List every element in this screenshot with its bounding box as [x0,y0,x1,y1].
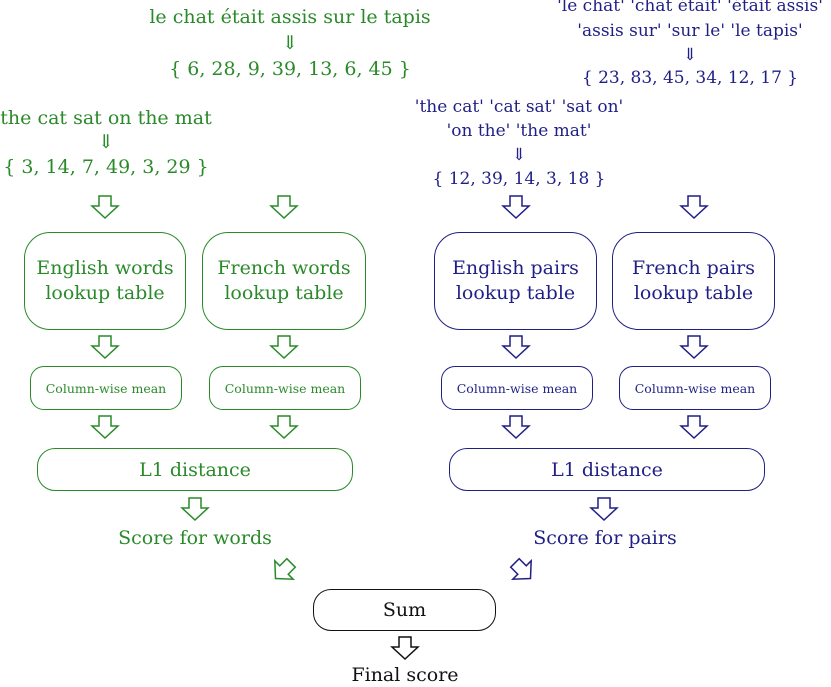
double-down-arrow-icon: ⇓ [98,131,114,153]
navy-down-arrows [502,195,708,589]
french-pairs-line1: 'le chat' 'chat était' 'était assis' [557,0,823,16]
english-words-lookup-table: English words lookup table [24,232,186,330]
french-words-table-line1: French words [217,257,351,279]
sum-box: Sum [313,589,496,631]
down-arrow-icon [590,497,618,521]
french-words-mean-box: Column-wise mean [209,366,361,410]
down-arrow-icon [91,335,119,359]
french-pairs-line2: 'assis sur' 'sur le' 'le tapis' [577,21,803,41]
english-pairs-table-line2: lookup table [455,282,576,304]
english-pair-ids: { 12, 39, 14, 3, 18 } [432,169,606,189]
pairs-score: Score for pairs [533,527,677,549]
down-arrow-icon [680,335,708,359]
diagonal-arrow-icon [265,552,302,589]
down-arrow-icon [680,195,708,219]
french-word-ids: { 6, 28, 9, 39, 13, 6, 45 } [169,58,411,80]
diagonal-arrow-icon [504,552,541,589]
down-arrow-icon [270,195,298,219]
french-words-lookup-table: French words lookup table [202,232,366,330]
french-sentence: le chat était assis sur le tapis [149,6,431,28]
english-pairs-lookup-table: English pairs lookup table [434,232,597,330]
french-pairs-lookup-table: French pairs lookup table [612,232,775,330]
french-pair-ids: { 23, 83, 45, 34, 12, 17 } [581,68,799,88]
french-pairs-mean-box: Column-wise mean [619,366,771,410]
english-pairs-table-line1: English pairs [452,257,579,279]
french-pairs-table-line2: lookup table [633,282,754,304]
down-arrow-icon [91,195,119,219]
down-arrow-icon [391,636,419,660]
double-down-arrow-icon: ⇓ [282,32,298,54]
english-pairs-line1: 'the cat' 'cat sat' 'sat on' [414,97,624,117]
down-arrow-icon [181,497,209,521]
down-arrow-icon [270,335,298,359]
english-pairs-line2: 'on the' 'the mat' [446,121,592,141]
down-arrow-icon [270,415,298,439]
french-words-table-line2: lookup table [224,282,344,304]
english-sentence: the cat sat on the mat [0,107,212,129]
french-pairs-table-line1: French pairs [631,257,756,279]
pairs-l1-distance-box: L1 distance [449,448,765,491]
english-pairs-mean-box: Column-wise mean [441,366,593,410]
words-l1-distance-box: L1 distance [37,448,353,491]
down-arrow-icon [502,335,530,359]
down-arrow-icon [502,195,530,219]
english-words-mean-box: Column-wise mean [30,366,182,410]
double-down-arrow-icon: ⇓ [511,145,527,165]
english-words-table-line2: lookup table [45,282,165,304]
double-down-arrow-icon: ⇓ [682,45,698,65]
down-arrow-icon [502,415,530,439]
english-words-table-line1: English words [36,257,174,279]
down-arrow-icon [680,415,708,439]
green-down-arrows [91,195,302,589]
english-word-ids: { 3, 14, 7, 49, 3, 29 } [3,156,209,178]
down-arrow-icon [91,415,119,439]
black-down-arrows [391,636,419,660]
words-score: Score for words [118,527,272,549]
final-score: Final score [351,664,459,686]
